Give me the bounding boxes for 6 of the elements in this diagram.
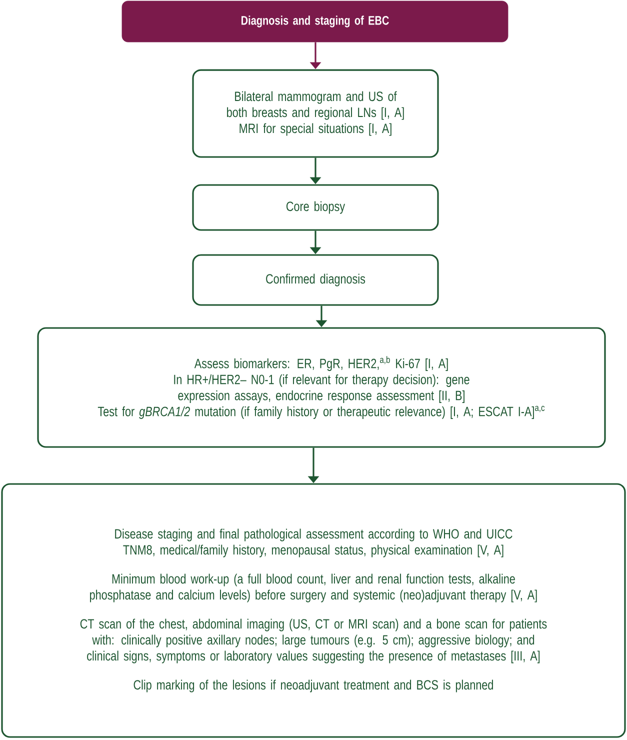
process-box: Core biopsy <box>192 184 439 231</box>
process-box: Bilateral mammogram and US of both breasts and regional LNs [I, A] MRI for special situations [I, A] <box>192 69 439 158</box>
process-box: Assess biomarkers: ER, PgR, HER2,$^{a,b}$ Ki-67 [I, A] In HR+/HER2– N0-1 (if relevant for therapy decision): gene expression assays, endocrine response assessment [II, B] Test for gBRCA1/2 mutation (if family history or therapeutic relevance) [I, A; ESCAT I-A]$^{a,c}$ <box>37 327 606 448</box>
process-box: Disease staging and final pathological assessment according to WHO and UICC TNM8, medical/family history, menopausal status, physical examination [V, A] Minimum blood work-up (a full blood count, liver and renal function tests, alkaline phosphatase and calcium levels) before surgery and systemic (neo)adjuvant therapy [V, A] CT scan of the chest, abdominal imaging (US, CT or MRI scan) and a bone scan for patients with: clinically positive axillary nodes; large tumours (e.g. 5 cm); aggressive biology; and clinical signs, symptoms or laboratory values suggesting the presence of metastases [III, A] Clip marking of the lesions if neoadjuvant treatment and BCS is planned <box>1 483 626 738</box>
title-box: Diagnosis and staging of EBC <box>122 0 508 42</box>
process-box: Confirmed diagnosis <box>192 254 439 306</box>
